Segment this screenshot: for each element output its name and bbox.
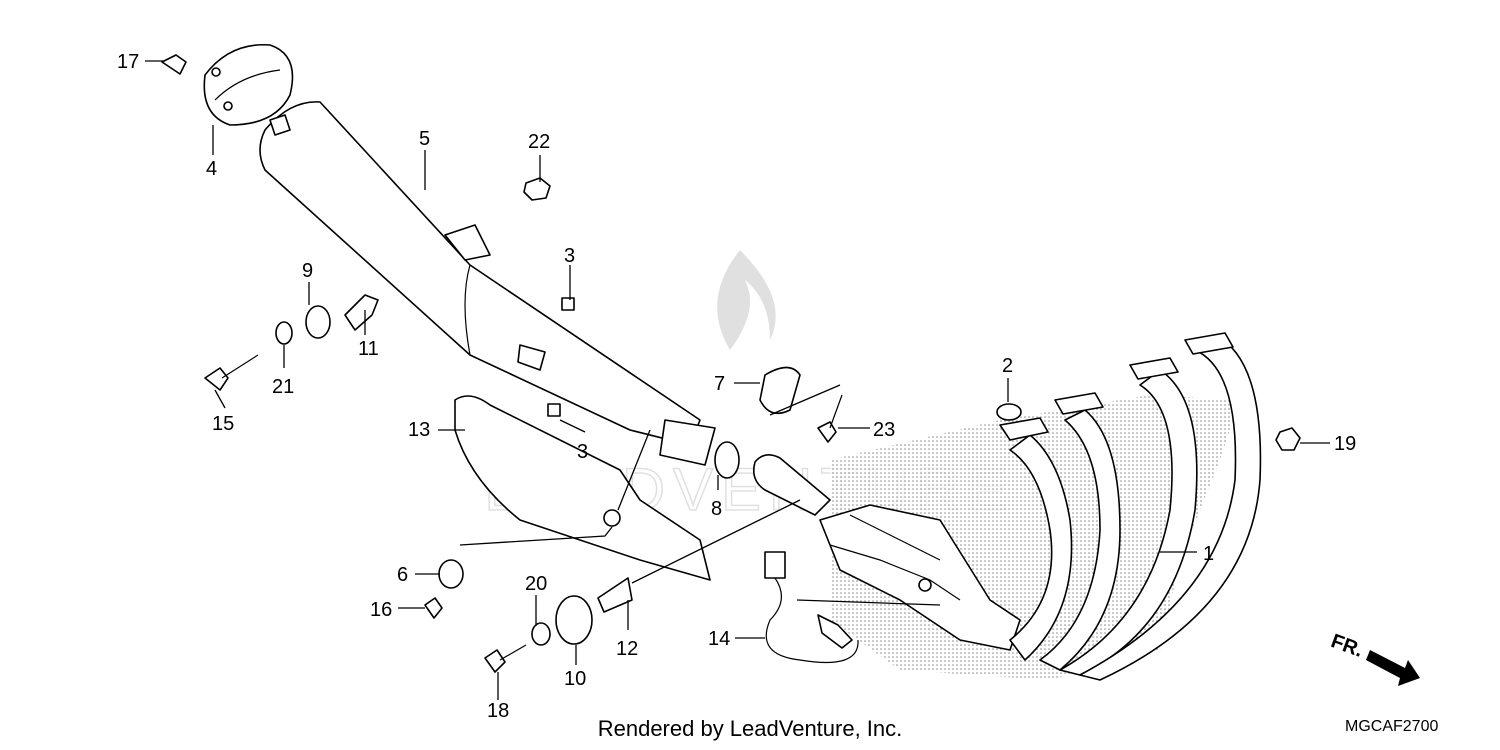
callout-21: 21 — [272, 376, 294, 398]
leader-lines — [145, 60, 1330, 700]
callout-22: 22 — [528, 131, 550, 153]
callout-12: 12 — [616, 638, 638, 660]
callout-13: 13 — [408, 419, 430, 441]
joint-pipe — [752, 454, 831, 516]
oxygen-sensor-part — [764, 551, 859, 664]
callout-18: 18 — [487, 700, 509, 722]
muffler-part — [259, 101, 716, 466]
callout-14: 14 — [708, 628, 730, 650]
exhaust-header-part — [819, 332, 1262, 681]
callout-5: 5 — [419, 128, 430, 150]
end-cap-part — [203, 43, 294, 126]
callout-3a: 3 — [564, 245, 575, 267]
callout-15: 15 — [212, 413, 234, 435]
front-marker: FR. — [1328, 630, 1420, 686]
callout-20: 20 — [525, 573, 547, 595]
callout-3b: 3 — [577, 441, 588, 463]
callout-8: 8 — [711, 498, 722, 520]
callout-4: 4 — [206, 158, 217, 180]
callout-2: 2 — [1002, 355, 1013, 377]
front-marker-label: FR. — [1328, 630, 1366, 662]
callout-9: 9 — [302, 260, 313, 282]
callout-23: 23 — [873, 419, 895, 441]
callout-17: 17 — [117, 51, 139, 73]
gasket-part — [714, 441, 740, 479]
callout-10: 10 — [564, 668, 586, 690]
callout-7: 7 — [714, 373, 725, 395]
callout-1: 1 — [1203, 543, 1214, 565]
callout-6: 6 — [397, 564, 408, 586]
callout-19: 19 — [1334, 433, 1356, 455]
heat-shield-part — [454, 395, 711, 581]
callout-16: 16 — [370, 599, 392, 621]
footer-credit: Rendered by LeadVenture, Inc. — [597, 716, 903, 741]
hardware-parts — [161, 54, 1301, 673]
clamp-part — [759, 366, 801, 415]
callout-labels: 1 2 3 3 4 5 6 7 8 9 10 11 12 13 14 15 16… — [117, 51, 1356, 722]
diagram-code: MGCAF2700 — [1345, 718, 1439, 735]
callout-11: 11 — [358, 338, 379, 360]
